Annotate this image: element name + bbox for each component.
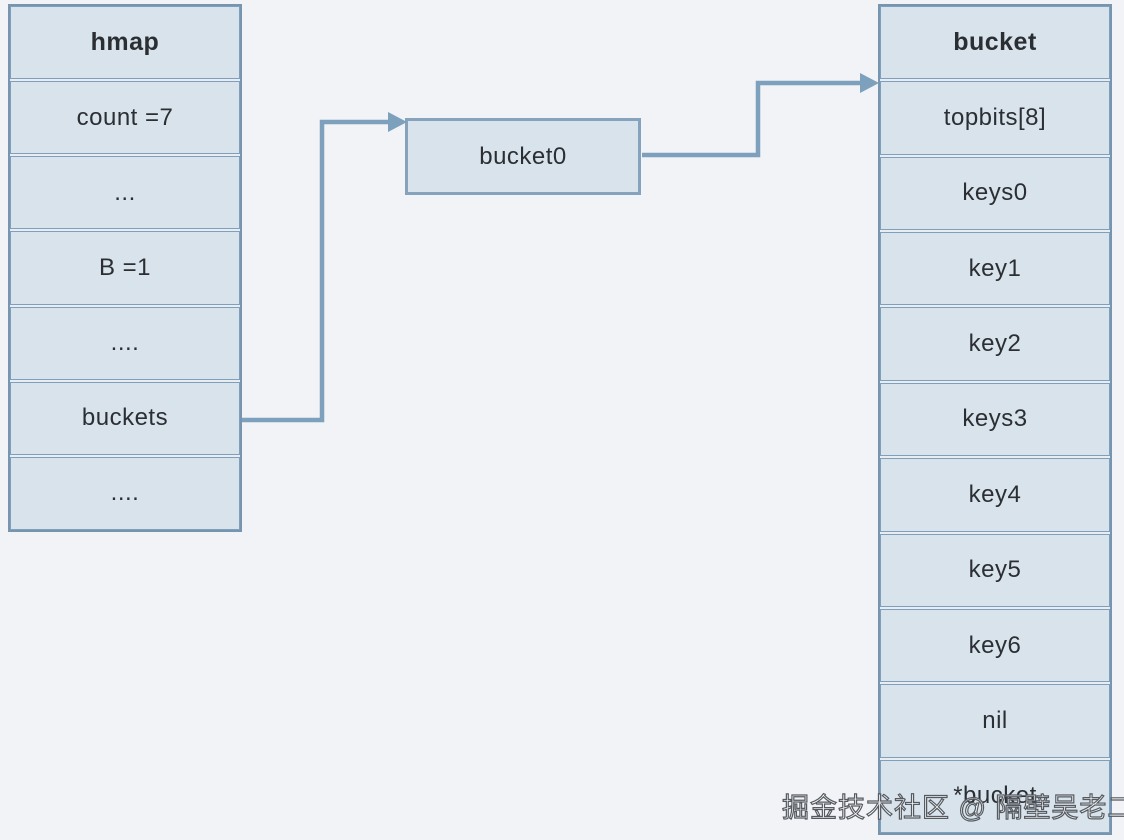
hmap-table-row: .... <box>10 456 240 530</box>
watermark-text: 掘金技术社区 @ 隔壁吴老二 <box>781 792 1124 823</box>
bucket-table-row: key2 <box>880 307 1110 381</box>
bucket-table-row: key4 <box>880 458 1110 532</box>
bucket-table-row: *bucket <box>880 759 1110 833</box>
bucket-table-row: nil <box>880 684 1110 758</box>
bucket-table-row: keys3 <box>880 382 1110 457</box>
hmap-table-row: .... <box>10 306 240 380</box>
hmap-table-row: ... <box>10 156 240 230</box>
hmap-table-header: hmap <box>10 6 240 80</box>
arrow-buckets-to-bucket0 <box>242 112 407 423</box>
bucket-table-row: topbits[8] <box>880 81 1110 155</box>
bucket0-box: bucket0 <box>405 118 641 195</box>
bucket-table-header: bucket <box>880 6 1110 80</box>
hmap-table-row: B =1 <box>10 231 240 305</box>
bucket0-label: bucket0 <box>479 142 567 170</box>
arrow-bucket0-to-bucket <box>642 73 879 158</box>
bucket-table-row: key5 <box>880 533 1110 607</box>
hmap-table-row: count =7 <box>10 81 240 155</box>
hmap-table: hmap count =7...B =1....buckets.... <box>8 4 242 532</box>
bucket-table-row: key1 <box>880 232 1110 306</box>
hmap-table-row: buckets <box>10 381 240 455</box>
bucket-table-row: keys0 <box>880 156 1110 231</box>
bucket-table-row: key6 <box>880 608 1110 683</box>
